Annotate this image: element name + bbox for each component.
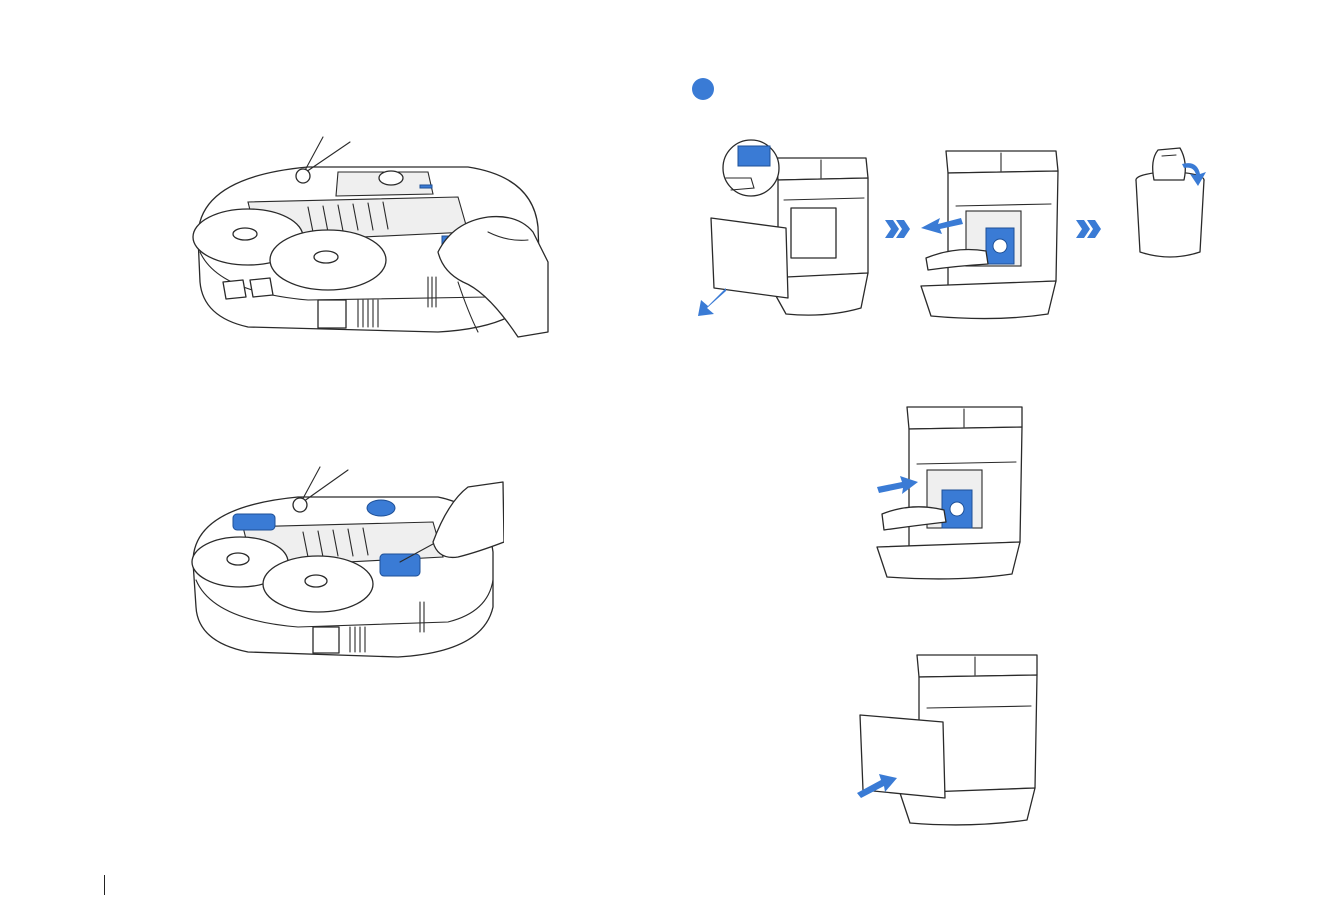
station-insert-new-bag-illustration bbox=[872, 402, 1024, 582]
dust-bag-into-bin-illustration bbox=[1132, 142, 1210, 262]
robot-vacuum-clean-wheels-illustration bbox=[188, 462, 504, 662]
double-chevron-right-icon bbox=[885, 220, 911, 243]
page-margin-rule bbox=[104, 875, 105, 895]
robot-vacuum-wipe-sensor-illustration bbox=[188, 132, 550, 340]
station-remove-dust-bag-illustration bbox=[916, 146, 1060, 322]
blue-step-circle-icon bbox=[692, 78, 714, 100]
double-chevron-right-icon bbox=[1076, 220, 1102, 243]
station-open-cover-illustration bbox=[696, 138, 871, 320]
station-close-cover-illustration bbox=[855, 650, 1041, 828]
